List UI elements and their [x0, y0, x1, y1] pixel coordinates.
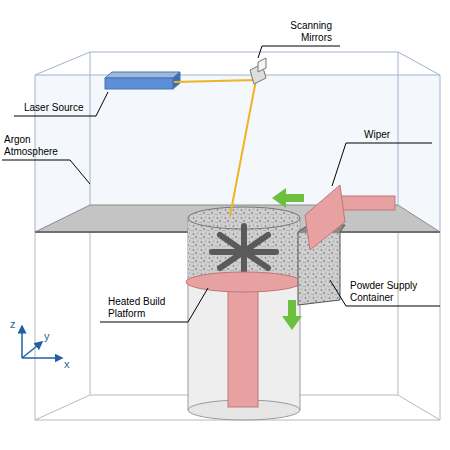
axis-label: y — [44, 330, 56, 342]
axis-label: x — [64, 358, 76, 370]
part-label: Scanning Mirrors — [270, 20, 332, 44]
axis-label: z — [10, 318, 22, 330]
part-label: Powder Supply Container — [350, 280, 438, 304]
part-label: Argon Atmosphere — [4, 134, 68, 158]
part-label: Wiper — [364, 129, 424, 141]
part-label: Laser Source — [24, 102, 104, 114]
part-label: Heated Build Platform — [108, 296, 186, 320]
